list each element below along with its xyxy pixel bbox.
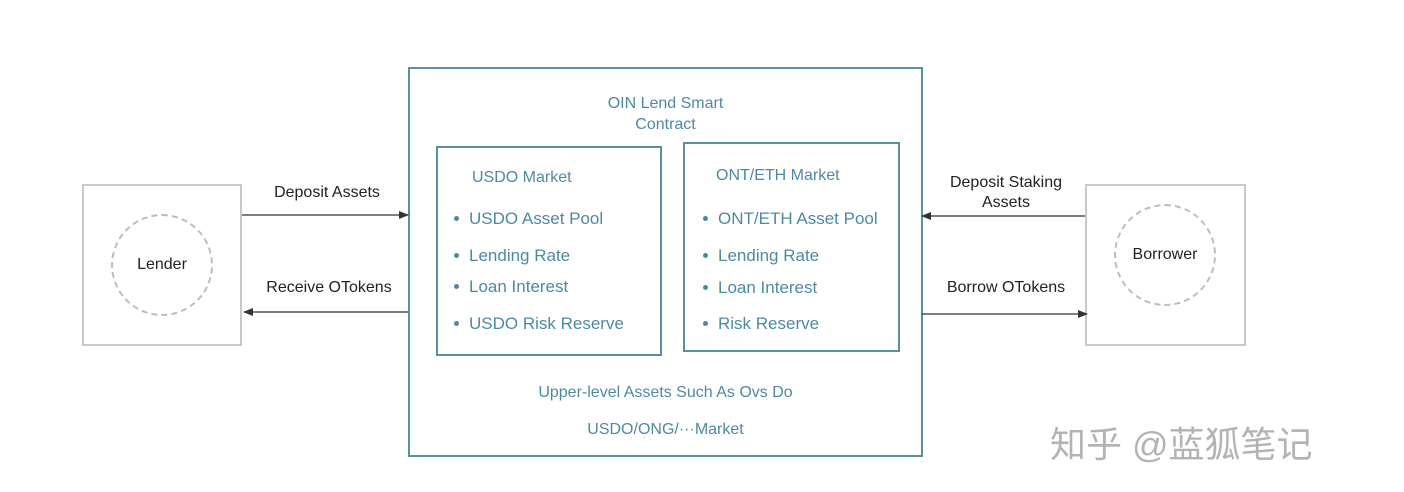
bullet-dot-icon [454, 321, 459, 327]
contract-footer-line2: USDO/ONG/···Market [587, 421, 744, 438]
bullet-dot-icon [703, 285, 708, 291]
deposit-staking-label: Deposit Staking Assets [925, 173, 1087, 213]
ont-item-loan-interest: Loan Interest [703, 277, 817, 299]
bullet-dot-icon [454, 253, 459, 259]
usdo-item-asset-pool: USDO Asset Pool [454, 208, 603, 230]
ont-item-lending-rate: Lending Rate [703, 245, 819, 267]
deposit-staking-label-line2: Assets [981, 194, 1030, 211]
ont-item-risk-reserve: Risk Reserve [703, 313, 819, 335]
usdo-market-title: USDO Market [472, 169, 572, 186]
bullet-dot-icon [454, 284, 459, 290]
ont-item-asset-pool: ONT/ETH Asset Pool [703, 208, 878, 230]
lender-label: Lender [137, 256, 187, 273]
deposit-staking-label-line1: Deposit Staking [949, 174, 1063, 191]
ont-eth-market-title: ONT/ETH Market [716, 167, 840, 184]
contract-footer-line1: Upper-level Assets Such As Ovs Do [538, 384, 793, 401]
lender-circle: Lender [111, 214, 213, 316]
borrower-label: Borrower [1132, 246, 1198, 263]
receive-otokens-label: Receive OTokens [266, 279, 392, 296]
smart-contract-box: OIN Lend Smart Contract Upper-level Asse… [408, 67, 923, 457]
borrow-otokens-label: Borrow OTokens [946, 279, 1066, 296]
lender-box: Lender [82, 184, 242, 346]
watermark: 知乎 @蓝狐笔记 [1050, 424, 1313, 465]
bullet-dot-icon [454, 216, 459, 222]
bullet-dot-icon [703, 216, 708, 222]
borrower-box: Borrower [1085, 184, 1246, 346]
usdo-item-loan-interest: Loan Interest [454, 276, 568, 298]
usdo-market-box: USDO Market USDO Asset Pool Lending Rate… [436, 146, 662, 356]
deposit-assets-label: Deposit Assets [274, 184, 380, 201]
borrower-circle: Borrower [1114, 204, 1216, 306]
contract-title-line2: Contract [635, 116, 696, 133]
ont-eth-market-box: ONT/ETH Market ONT/ETH Asset Pool Lendin… [683, 142, 900, 352]
bullet-dot-icon [703, 321, 708, 327]
contract-title-line1: OIN Lend Smart [607, 95, 724, 112]
usdo-item-risk-reserve: USDO Risk Reserve [454, 313, 624, 335]
contract-title: OIN Lend Smart Contract [410, 93, 921, 135]
bullet-dot-icon [703, 253, 708, 259]
usdo-item-lending-rate: Lending Rate [454, 245, 570, 267]
